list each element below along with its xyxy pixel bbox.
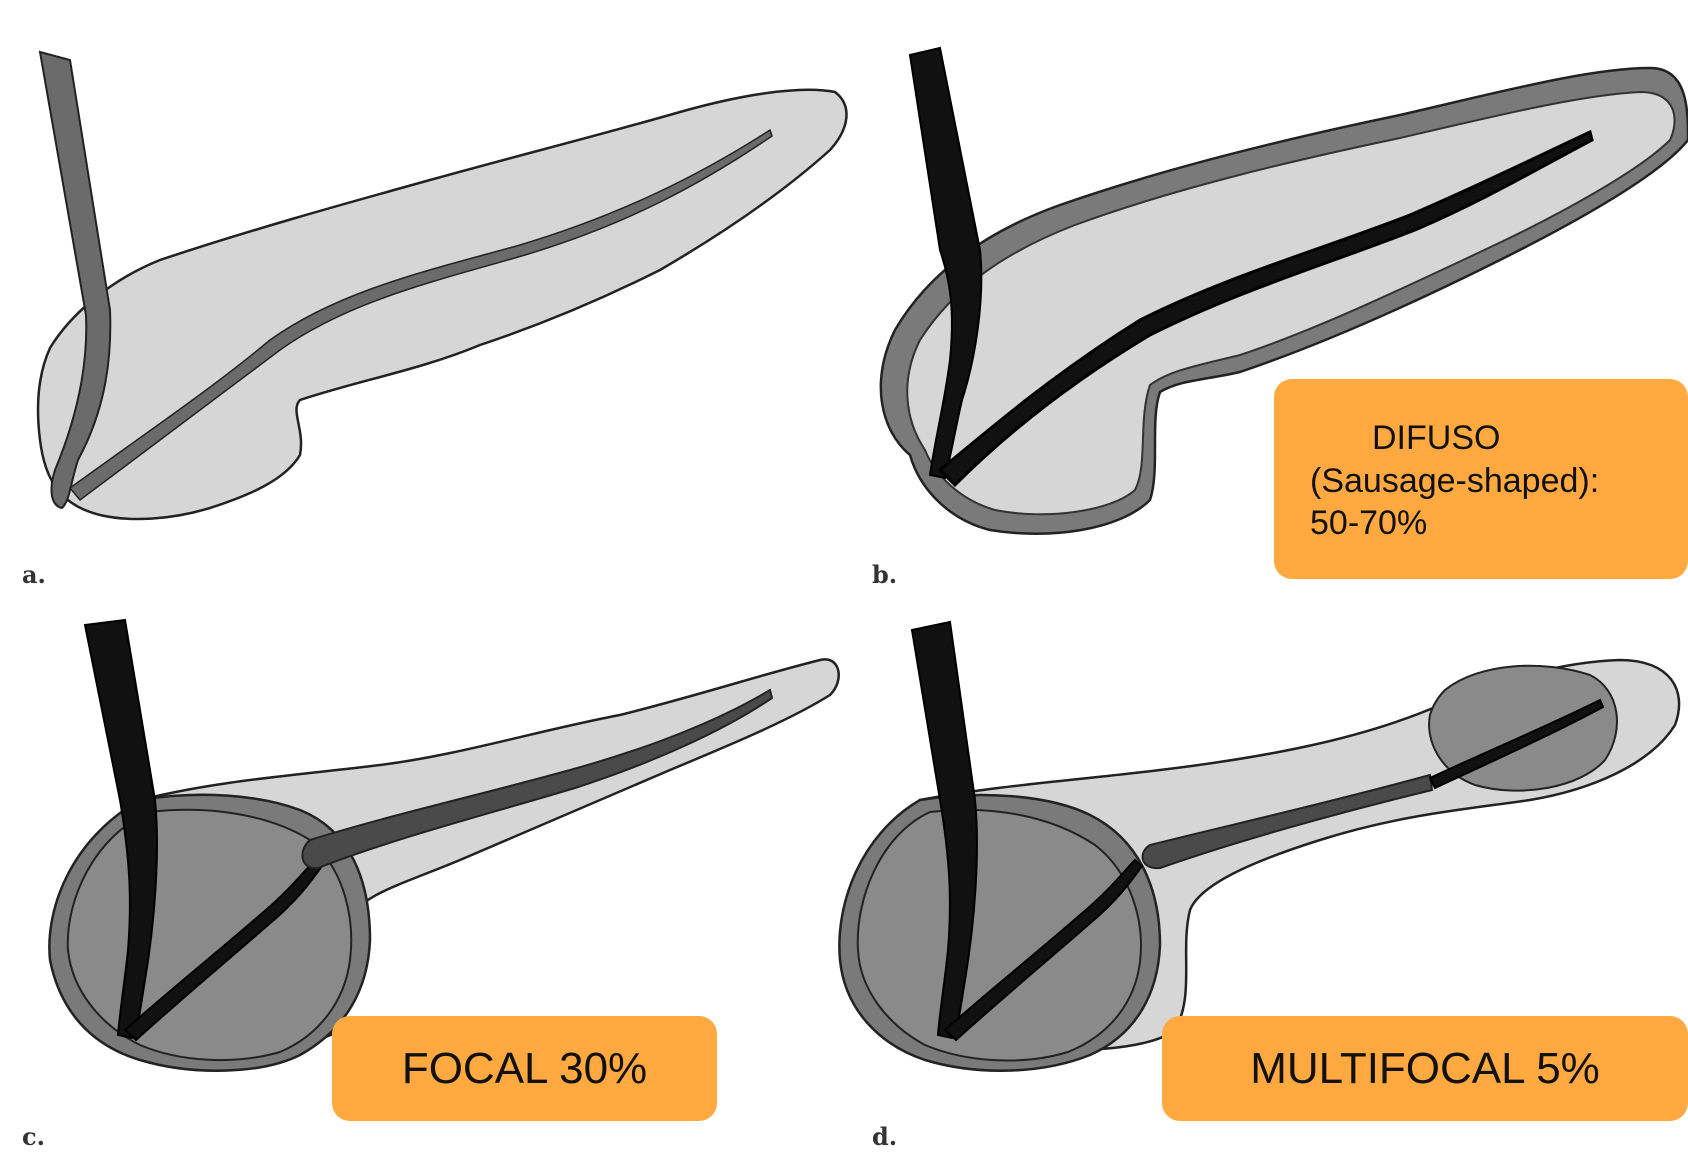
panel-a-illustration	[38, 52, 846, 519]
callout-focal-text: FOCAL 30%	[402, 1044, 647, 1094]
panel-label-c: c.	[22, 1122, 45, 1151]
callout-focal: FOCAL 30%	[332, 1016, 717, 1121]
callout-multifocal: MULTIFOCAL 5%	[1162, 1016, 1688, 1121]
panel-d-illustration	[839, 622, 1679, 1071]
callout-multifocal-text: MULTIFOCAL 5%	[1250, 1044, 1600, 1094]
callout-diffuse-title: DIFUSO	[1310, 417, 1688, 460]
panel-c-illustration	[49, 620, 838, 1071]
panel-label-d: d.	[872, 1122, 897, 1151]
panel-label-a: a.	[22, 560, 46, 589]
callout-diffuse-subtitle: (Sausage-shaped):	[1310, 460, 1688, 503]
panel-a-gland	[38, 90, 846, 519]
panel-label-b: b.	[872, 560, 897, 589]
panel-d-mass-head	[858, 810, 1141, 1061]
callout-diffuse-percentage: 50-70%	[1310, 502, 1688, 545]
callout-diffuse: DIFUSO (Sausage-shaped): 50-70%	[1274, 379, 1688, 579]
